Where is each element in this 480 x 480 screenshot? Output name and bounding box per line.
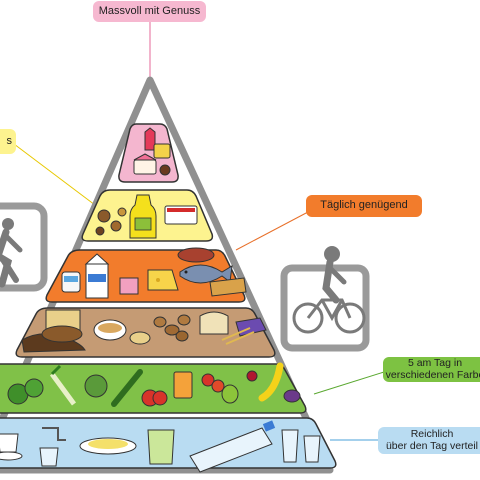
callout-orange-text: Täglich genügend: [320, 199, 408, 211]
callout-blue-line1: Reichlich: [410, 428, 454, 440]
grains-illustration: [21, 309, 267, 353]
callout-blue-line2: über den Tag verteil: [385, 440, 479, 452]
callout-left-text: s: [6, 135, 13, 147]
leader-line-orange: [235, 211, 309, 251]
protein-illustration: [61, 247, 247, 299]
callout-top-text: Massvoll mit Genuss: [98, 5, 201, 17]
leader-line-left: [13, 143, 96, 206]
callout-daily-enough: Täglich genügend: [306, 195, 422, 217]
leader-line-green: [313, 371, 385, 395]
oils-nuts-illustration: [95, 194, 198, 239]
sweets-illustration: [133, 127, 171, 176]
callout-drink-plenty: Reichlich über den Tag verteil: [378, 427, 480, 454]
fruits-vegetables-illustration: [7, 362, 301, 407]
callout-green-line2: verschiedenen Farbe: [385, 369, 480, 381]
callout-five-a-day: 5 am Tag in verschiedenen Farbe: [383, 357, 480, 382]
drinks-illustration: [0, 420, 321, 473]
callout-moderate-enjoyment: Massvoll mit Genuss: [93, 1, 206, 22]
callout-oils-nuts: s: [0, 129, 16, 154]
callout-green-line1: 5 am Tag in: [407, 357, 463, 369]
cyclist-icon: [280, 246, 370, 352]
walking-person-icon: [0, 202, 48, 292]
